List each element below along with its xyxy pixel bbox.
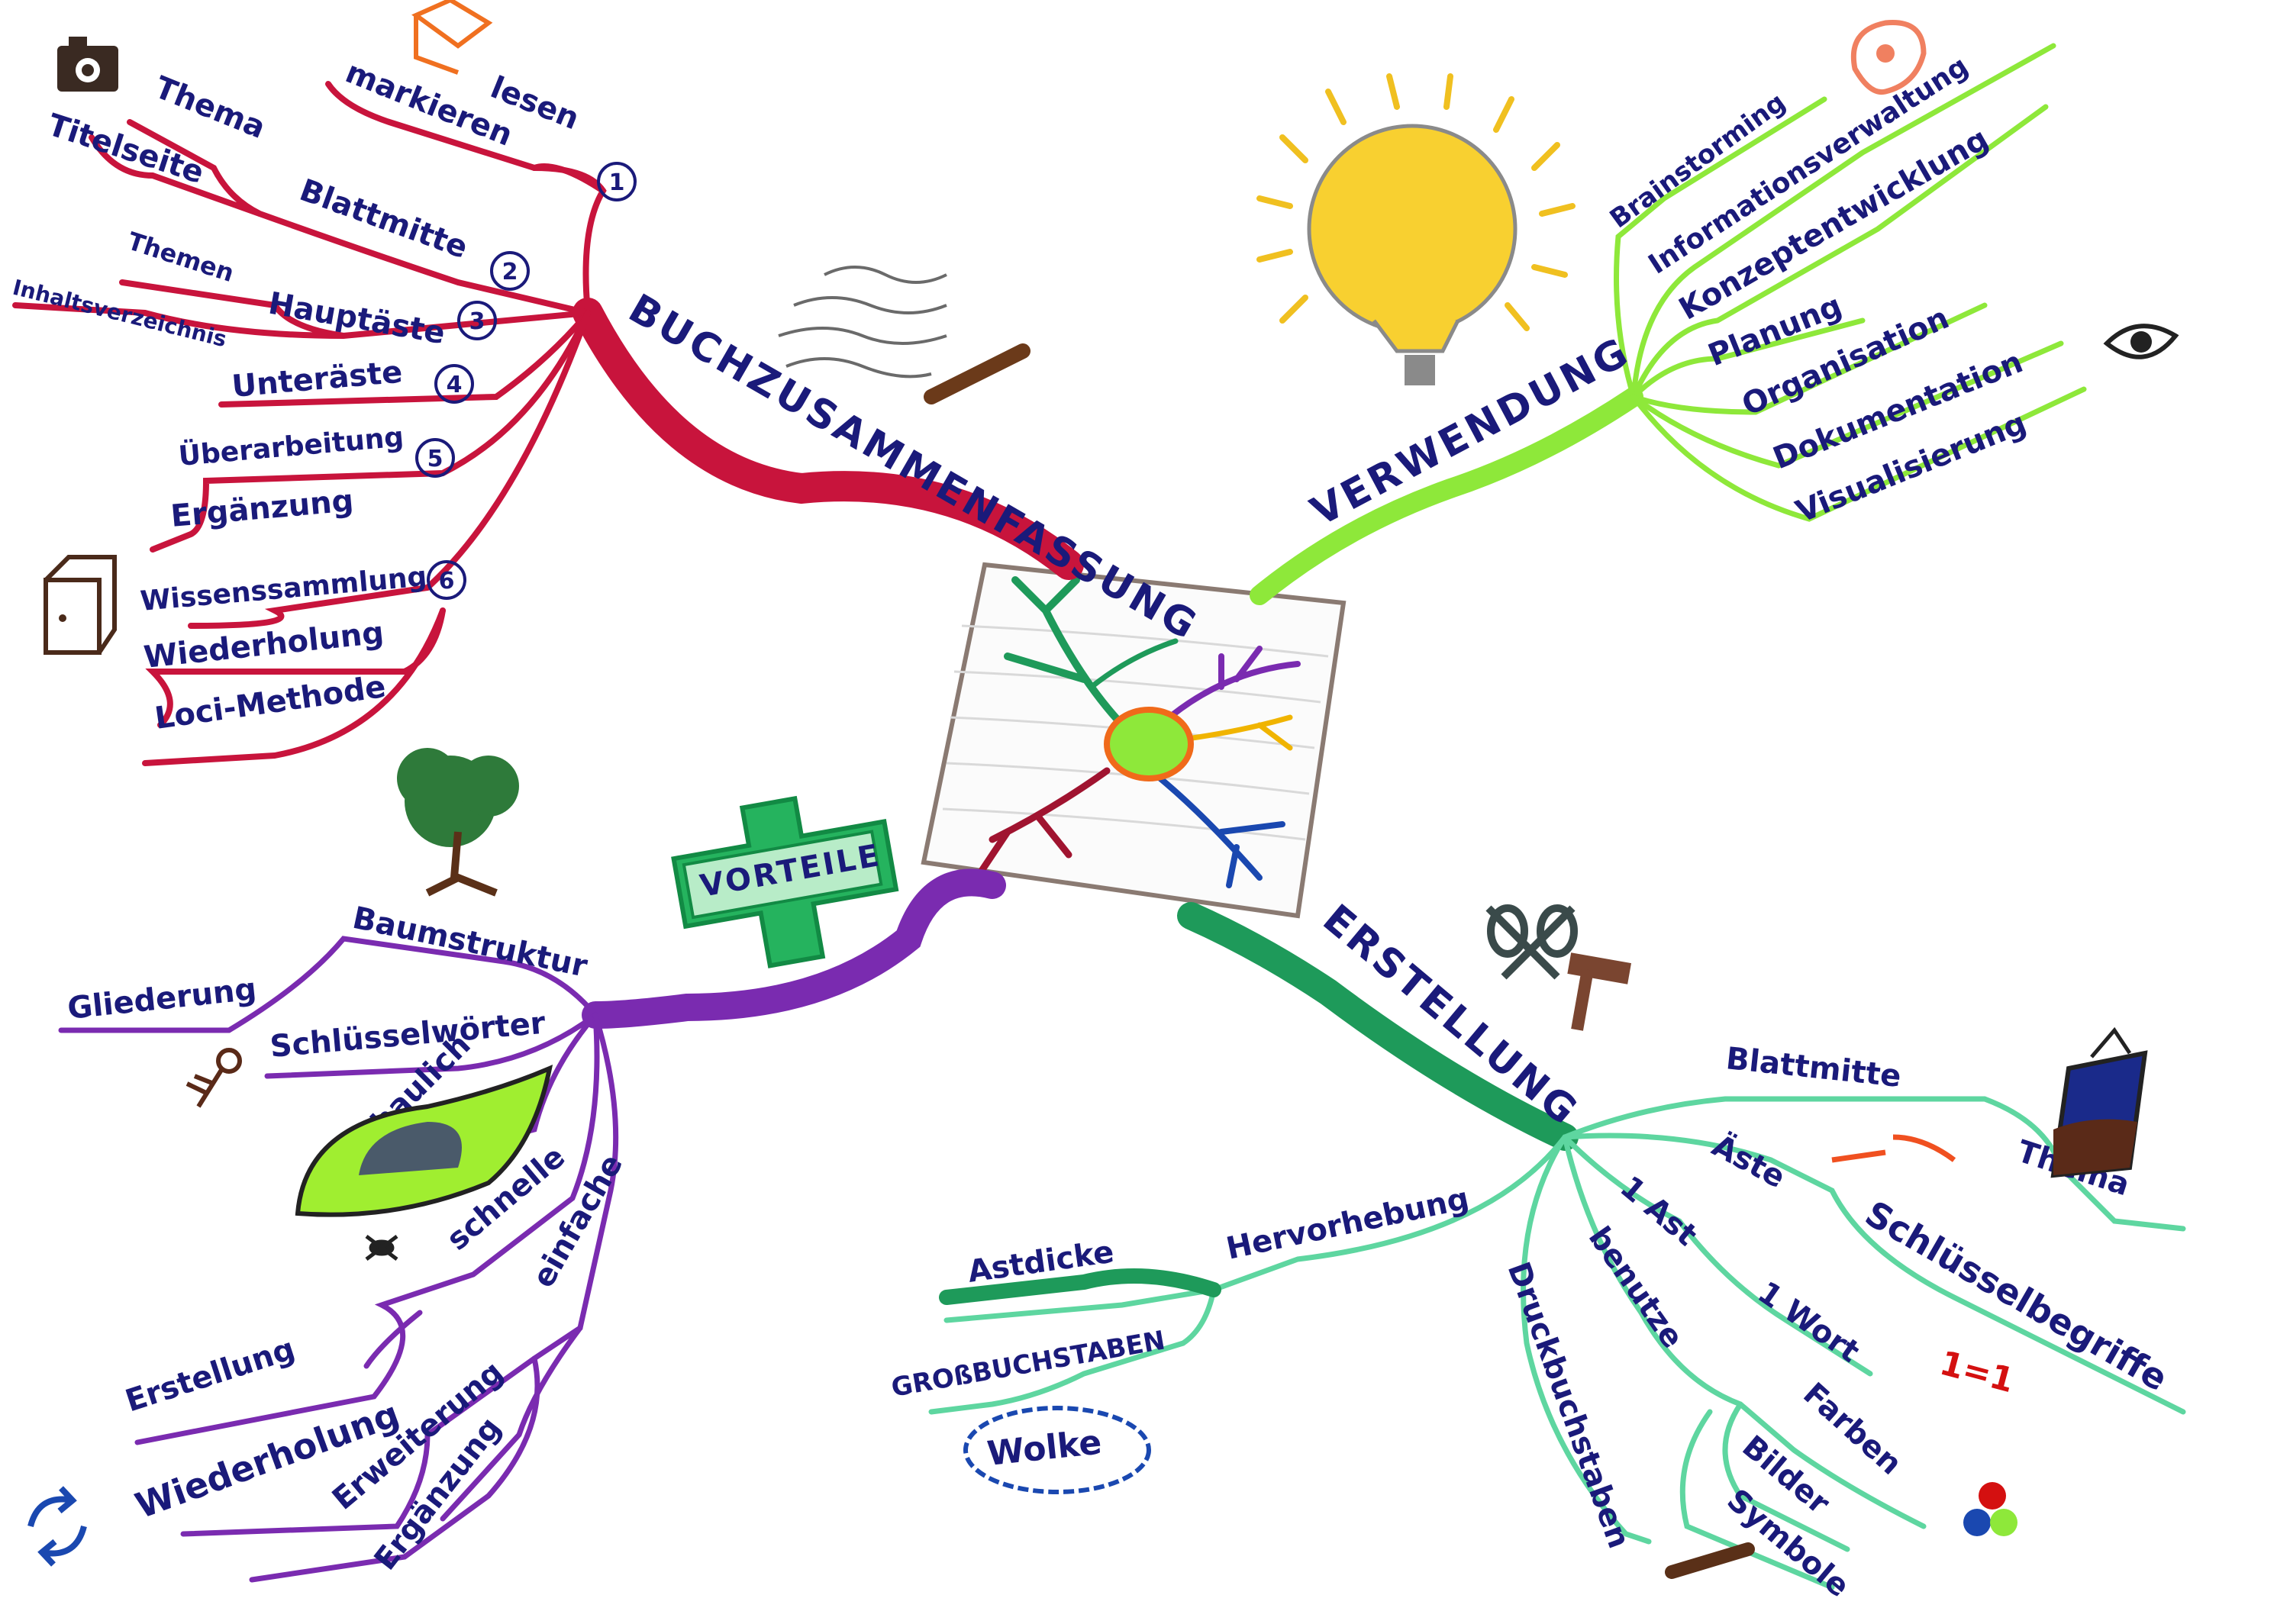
label-blattmitte: Blattmitte: [295, 172, 473, 266]
tree-icon: [397, 748, 519, 893]
step-number-5: 5: [427, 446, 443, 472]
eye-icon: [2107, 326, 2176, 357]
step-number-4: 4: [447, 372, 463, 398]
label-gliederung: Gliederung: [66, 972, 258, 1026]
refresh-arrows-icon: [31, 1488, 84, 1564]
step-number-6: 6: [439, 568, 455, 594]
book-binder-icon: [46, 557, 114, 652]
scissors-icon: [1488, 908, 1574, 977]
label-titelseite: Titelseite: [44, 108, 208, 191]
lightbulb-icon: [1260, 76, 1572, 385]
label-wolke: Wolke: [985, 1423, 1104, 1474]
label-thema: Thema: [150, 70, 270, 146]
branch-sample-icon: [1832, 1137, 1954, 1160]
label-grossbuchstaben: GROßBUCHSTABEN: [889, 1325, 1168, 1403]
framed-picture-icon: [2053, 1030, 2145, 1175]
label-ueberarbeitung: Überarbeitung: [177, 420, 405, 472]
writing-lines-icon: [779, 267, 1023, 397]
hammer-icon: [1567, 952, 1631, 1030]
label-ein-ast: 1 Ast: [1614, 1169, 1704, 1253]
step-number-3: 3: [469, 308, 485, 335]
label-hauptaeste: Hauptäste: [266, 286, 447, 352]
fly-icon: [366, 1236, 397, 1259]
step-number-1: 1: [609, 169, 625, 196]
label-druckbuchstaben: Druckbuchstaben: [1501, 1258, 1637, 1553]
label-ergaenzung: Ergänzung: [169, 483, 355, 534]
key-icon: [187, 1050, 240, 1107]
label-baumstruktur: Baumstruktur: [350, 901, 591, 984]
camera-icon: [57, 37, 118, 92]
label-ein-wort: 1 Wort: [1751, 1275, 1866, 1370]
label-inhaltsverzeichnis: Inhaltsverzeichnis: [10, 275, 229, 353]
label-unteraeste: Unteräste: [231, 355, 404, 404]
book-page-icon: [416, 0, 489, 72]
label-themen: Themen: [124, 226, 238, 288]
label-schluesselwoerter: Schlüsselwörter: [269, 1006, 547, 1065]
color-dots-icon: [1963, 1482, 2017, 1536]
step-number-2: 2: [502, 259, 518, 285]
label-aeste: Äste: [1706, 1126, 1792, 1195]
label-eins-zu-eins: 1=1: [1936, 1344, 2018, 1401]
label-erstellung: Erstellung: [121, 1332, 299, 1419]
pen-icon: [1672, 1549, 1748, 1572]
label-blattmitte: Blattmitte: [1724, 1041, 1903, 1094]
